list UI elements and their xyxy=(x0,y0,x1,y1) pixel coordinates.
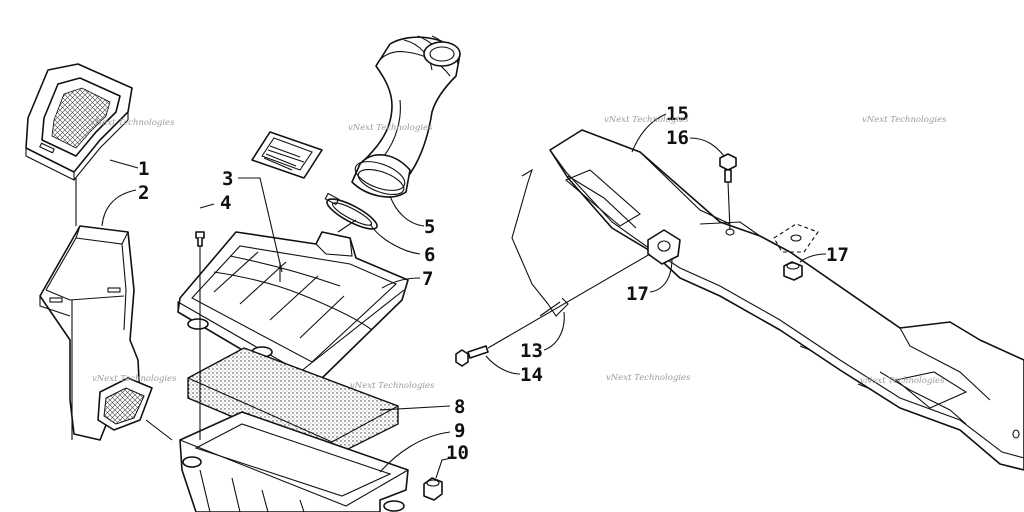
leader-lines xyxy=(75,113,827,479)
watermarks: vNext Technologies vNext Technologies vN… xyxy=(90,115,947,391)
callout-10: 10 xyxy=(446,442,469,464)
callout-13: 13 xyxy=(520,340,543,362)
callout-7: 7 xyxy=(422,268,433,290)
intake-duct-part xyxy=(39,225,153,441)
callout-2: 2 xyxy=(138,182,149,204)
callout-17-left: 17 xyxy=(626,283,649,305)
screw-part-4 xyxy=(195,231,205,247)
callout-9: 9 xyxy=(454,420,465,442)
callout-4: 4 xyxy=(220,192,231,214)
callout-1: 1 xyxy=(138,158,149,180)
callout-3: 3 xyxy=(222,168,233,190)
support-rod-part xyxy=(511,168,569,317)
callout-14: 14 xyxy=(520,364,543,386)
callout-15: 15 xyxy=(666,103,689,125)
callout-16: 16 xyxy=(666,127,689,149)
watermark: vNext Technologies xyxy=(348,123,433,133)
airbox-cover-part xyxy=(177,231,409,385)
callout-labels: 1 2 3 4 5 6 7 8 9 10 13 14 15 16 17 17 xyxy=(138,103,849,464)
foam-filter-part xyxy=(187,347,399,459)
nut-part-10 xyxy=(423,477,443,501)
bolt-part-14 xyxy=(455,345,489,367)
callout-5: 5 xyxy=(424,216,435,238)
lock-nut-part-17-right xyxy=(773,223,819,281)
watermark: vNext Technologies xyxy=(862,115,947,125)
intake-boot-part xyxy=(351,35,461,198)
intake-screen-part xyxy=(25,63,133,181)
watermark: vNext Technologies xyxy=(92,374,177,384)
warning-decal-part xyxy=(251,131,323,179)
watermark: vNext Technologies xyxy=(90,118,175,128)
callout-6: 6 xyxy=(424,244,435,266)
watermark: vNext Technologies xyxy=(606,373,691,383)
watermark: vNext Technologies xyxy=(604,115,689,125)
watermark: vNext Technologies xyxy=(860,376,945,386)
hose-clamp-part xyxy=(324,192,378,230)
lock-nut-part-17-left xyxy=(647,229,681,265)
frame-channel-part xyxy=(549,129,1024,471)
bolt-part-16 xyxy=(719,153,737,183)
airbox-base-part xyxy=(179,411,409,512)
callout-8: 8 xyxy=(454,396,465,418)
watermark: vNext Technologies xyxy=(350,381,435,391)
callout-17-right: 17 xyxy=(826,244,849,266)
